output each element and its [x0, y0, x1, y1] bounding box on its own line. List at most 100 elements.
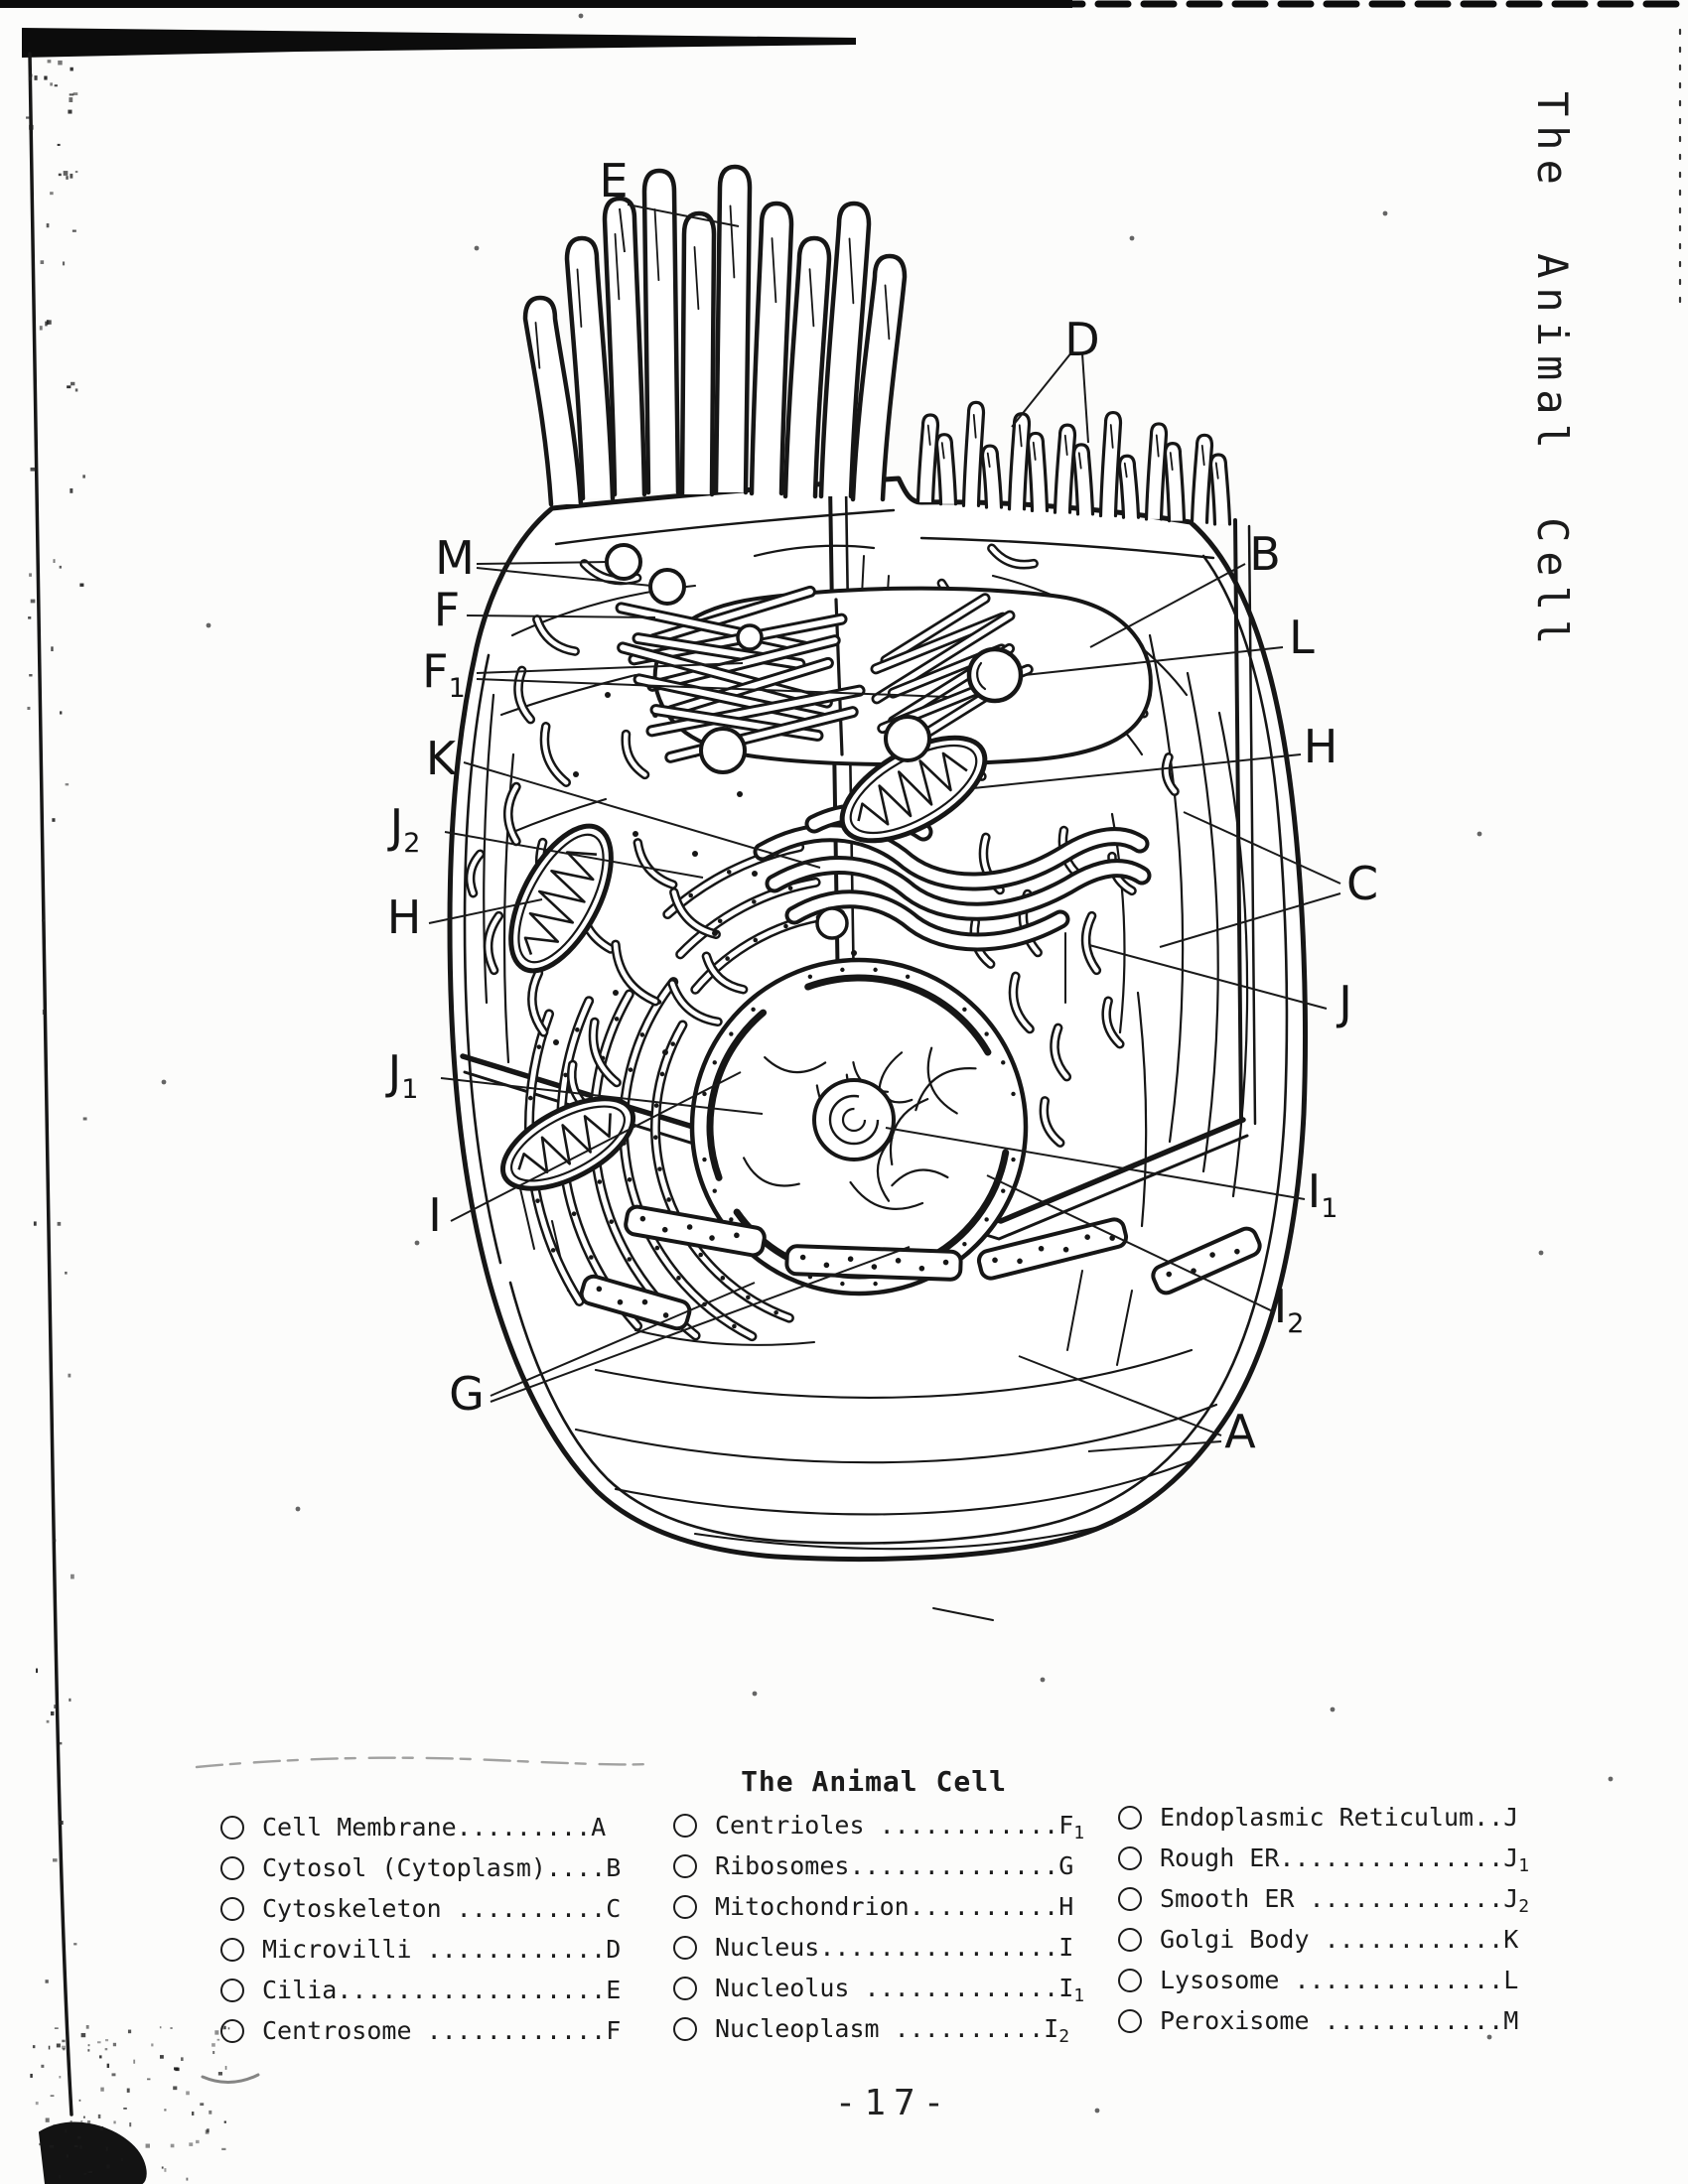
label-rough-er: J1	[385, 1045, 419, 1105]
layer-villi	[915, 400, 1232, 526]
layer-cyto	[483, 544, 1249, 1228]
answer-bubble-icon	[673, 1976, 697, 2000]
legend-item-code: J	[1503, 1803, 1519, 1832]
legend-item: Mitochondrion..........H	[673, 1886, 1130, 1927]
legend-item-code: L	[1503, 1966, 1519, 1994]
label-cilia: E	[599, 154, 628, 207]
legend-item-text: Cytoskeleton ..........	[262, 1894, 607, 1923]
label-peroxisome: M	[435, 531, 475, 585]
legend-item-code: H	[1058, 1892, 1074, 1921]
legend-column-1: Cell Membrane.........A Cytosol (Cytopla…	[220, 1807, 677, 2051]
rough-er-slab	[579, 1274, 692, 1331]
label-smooth-er: J2	[387, 799, 421, 859]
answer-bubble-icon	[673, 2016, 697, 2041]
label-cytoskeleton: C	[1346, 857, 1378, 910]
legend-item-code: A	[591, 1813, 607, 1842]
legend-item-code: I	[1058, 1974, 1074, 2002]
legend-item-code: J	[1503, 1843, 1519, 1872]
legend-item-text: Cilia..................	[262, 1976, 607, 2004]
legend-item-code: M	[1503, 2006, 1519, 2035]
legend-item-text: Smooth ER .............	[1160, 1884, 1504, 1913]
legend-item: Cell Membrane.........A	[220, 1807, 677, 1847]
legend-item-code: F	[606, 2016, 622, 2045]
legend-item: Centrosome ............F	[220, 2010, 677, 2051]
answer-bubble-icon	[673, 1853, 697, 1878]
answer-bubble-icon	[1118, 1927, 1142, 1952]
layer-mito	[499, 735, 988, 1191]
rough-er-slab	[1151, 1226, 1262, 1296]
diagram-annotations: E D M F F1 K J2 H J1 I G B L H C J I1 I2…	[385, 154, 1378, 1458]
legend-item-text: Lysosome ..............	[1160, 1966, 1504, 1994]
legend-item-text: Centrioles ............	[715, 1811, 1059, 1840]
label-microvilli: D	[1064, 313, 1099, 366]
legend-item-text: Mitochondrion..........	[715, 1892, 1059, 1921]
rough-er-slab	[784, 1244, 963, 1282]
legend-item: Cytoskeleton ..........C	[220, 1888, 677, 1929]
answer-bubble-icon	[673, 1894, 697, 1919]
label-cytosol: B	[1249, 527, 1281, 581]
leader-lines	[428, 204, 1341, 1452]
answer-bubble-icon	[220, 2018, 244, 2043]
legend-item: Golgi Body ............K	[1118, 1919, 1575, 1960]
legend-item: Endoplasmic Reticulum..J	[1118, 1797, 1575, 1838]
legend-item-code: C	[606, 1894, 622, 1923]
legend-item-code-sub: 1	[1518, 1855, 1530, 1876]
vertical-page-title: The Animal Cell	[1528, 91, 1577, 654]
legend-item-code: J	[1503, 1884, 1519, 1913]
legend-item-text: Endoplasmic Reticulum..	[1160, 1803, 1504, 1832]
answer-bubble-icon	[1118, 1968, 1142, 1992]
legend-item-text: Ribosomes..............	[715, 1851, 1059, 1880]
rough-er-slab	[976, 1217, 1129, 1281]
label-centrioles: F1	[422, 644, 466, 704]
legend-item-text: Cytosol (Cytoplasm)....	[262, 1853, 607, 1882]
legend-item-text: Cell Membrane.........	[262, 1813, 592, 1842]
legend-item: Peroxisome ............M	[1118, 2000, 1575, 2041]
label-lysosome: L	[1289, 611, 1315, 664]
legend-item-code-sub: 1	[1073, 1823, 1085, 1843]
legend-item: Lysosome ..............L	[1118, 1960, 1575, 2000]
legend-item-text: Centrosome ............	[262, 2016, 607, 2045]
legend-item: Ribosomes..............G	[673, 1845, 1130, 1886]
legend-column-3: Endoplasmic Reticulum..J Rough ER.......…	[1118, 1797, 1575, 2041]
layer-streaks	[499, 555, 1218, 1621]
mitochondrion	[499, 1096, 636, 1191]
legend-item-text: Golgi Body ............	[1160, 1925, 1504, 1954]
legend-item-code: B	[606, 1853, 622, 1882]
label-centrosome: F	[434, 583, 460, 636]
answer-bubble-icon	[220, 1896, 244, 1921]
layer-nuc	[689, 957, 1029, 1297]
answer-bubble-icon	[1118, 1805, 1142, 1830]
label-nucleolus: I1	[1308, 1164, 1338, 1224]
mitochondrion	[508, 823, 614, 974]
layer-cilia	[522, 164, 908, 507]
label-mitochondrion-left: H	[387, 890, 422, 944]
page-number: -17-	[834, 2083, 953, 2123]
label-golgi: K	[426, 732, 458, 785]
legend-item-code-sub: 2	[1058, 2026, 1070, 2047]
layer-ves	[605, 543, 1024, 940]
answer-bubble-icon	[673, 1813, 697, 1838]
legend-title: The Animal Cell	[741, 1765, 1007, 1798]
legend-item-text: Peroxisome ............	[1160, 2006, 1504, 2035]
label-ribosomes: G	[449, 1367, 485, 1421]
label-er: J	[1336, 976, 1352, 1029]
answer-bubble-icon	[1118, 2008, 1142, 2033]
legend-item-code-sub: 2	[1518, 1896, 1530, 1917]
legend-item-code: I	[1044, 2014, 1059, 2043]
legend-item-code: I	[1058, 1933, 1074, 1962]
structure-labels: E D M F F1 K J2 H J1 I G B L H C J I1 I2…	[385, 154, 1378, 1458]
answer-bubble-icon	[220, 1937, 244, 1962]
legend-item-text: Rough ER...............	[1160, 1843, 1504, 1872]
legend-item-text: Nucleolus .............	[715, 1974, 1059, 2002]
rough-er-slab	[624, 1204, 767, 1258]
answer-bubble-icon	[220, 1855, 244, 1880]
legend-item-text: Nucleus................	[715, 1933, 1059, 1962]
legend-item-text: Nucleoplasm ..........	[715, 2014, 1045, 2043]
